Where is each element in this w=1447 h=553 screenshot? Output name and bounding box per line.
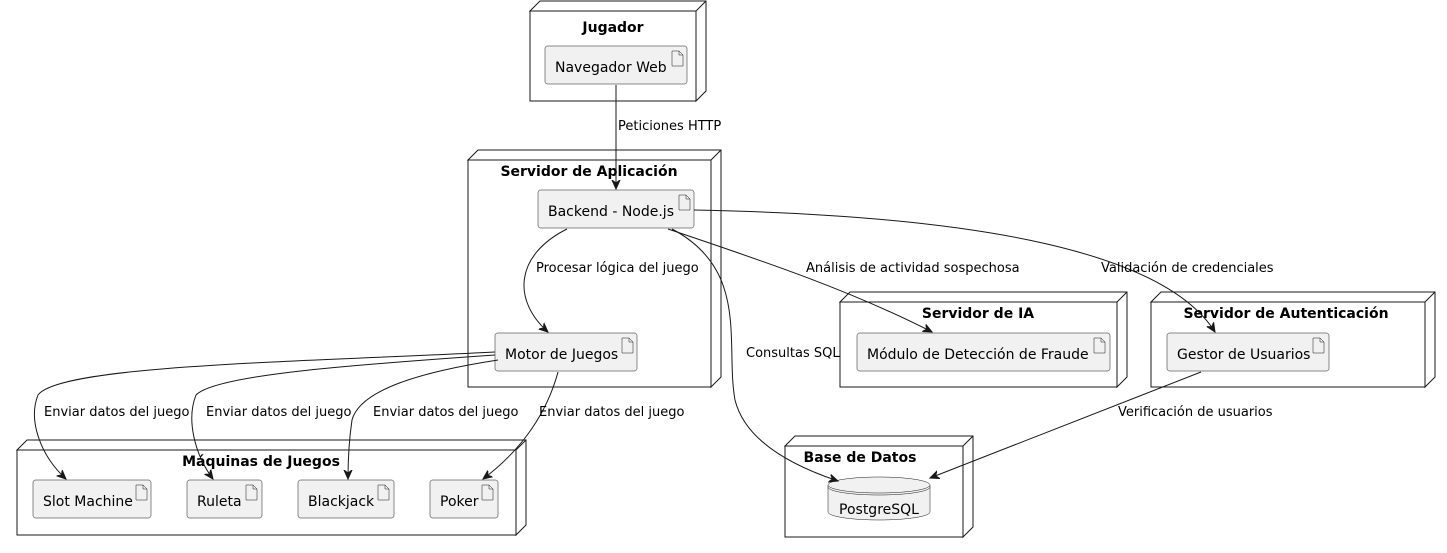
- artifact-label: Navegador Web: [555, 60, 667, 76]
- edge-backend-postgresql: Consultas SQL: [671, 228, 840, 481]
- database-label: PostgreSQL: [839, 502, 919, 518]
- artifact-slot-machine[interactable]: Slot Machine: [32, 479, 152, 519]
- edge-label: Enviar datos del juego: [206, 405, 351, 420]
- edge-backend-gestor: Validación de credenciales: [693, 209, 1274, 332]
- artifact-label: Ruleta: [197, 494, 242, 510]
- artifact-modulo-deteccion-fraude[interactable]: Módulo de Detección de Fraude: [856, 332, 1111, 372]
- artifact-icon: [245, 484, 258, 501]
- artifact-icon: [1093, 337, 1106, 354]
- artifact-icon: [135, 484, 148, 501]
- edge-backend-motor: Procesar lógica del juego: [523, 228, 699, 332]
- artifact-navegador-web[interactable]: Navegador Web: [544, 45, 688, 85]
- node-title-servidor-ia: Servidor de IA: [922, 306, 1034, 322]
- artifact-ruleta[interactable]: Ruleta: [186, 479, 263, 519]
- edge-label: Procesar lógica del juego: [536, 261, 699, 276]
- edge-motor-ruleta: Enviar datos del juego: [191, 354, 496, 479]
- artifact-icon: [678, 194, 691, 211]
- artifact-gestor-de-usuarios[interactable]: Gestor de Usuarios: [1166, 332, 1330, 372]
- edge-label: Verificación de usuarios: [1118, 405, 1273, 420]
- artifact-label: Slot Machine: [43, 494, 133, 510]
- node-title-base-de-datos: Base de Datos: [804, 450, 917, 466]
- edge-label: Enviar datos del juego: [539, 405, 684, 420]
- node-title-jugador: Jugador: [581, 20, 643, 36]
- artifact-motor-de-juegos[interactable]: Motor de Juegos: [494, 332, 638, 372]
- database-postgresql[interactable]: PostgreSQL: [827, 476, 931, 521]
- edge-label: Validación de credenciales: [1101, 261, 1274, 276]
- edge-motor-slot: Enviar datos del juego: [34, 351, 496, 479]
- artifact-label: Backend - Node.js: [548, 204, 674, 220]
- node-title-maquinas-de-juegos: Máquinas de Juegos: [182, 454, 340, 470]
- edge-backend-fraude: Análisis de actividad sospechosa: [667, 228, 1020, 332]
- artifact-poker[interactable]: Poker: [429, 479, 499, 519]
- artifact-label: Motor de Juegos: [505, 347, 618, 363]
- artifact-label: Gestor de Usuarios: [1177, 347, 1310, 363]
- artifact-label: Blackjack: [308, 494, 375, 510]
- artifact-icon: [481, 484, 494, 501]
- edge-motor-blackjack: Enviar datos del juego: [348, 359, 518, 479]
- edge-motor-poker: Enviar datos del juego: [483, 371, 684, 479]
- artifact-backend-nodejs[interactable]: Backend - Node.js: [537, 189, 695, 229]
- artifact-icon: [671, 50, 684, 67]
- edge-label: Peticiones HTTP: [618, 119, 721, 134]
- edge-navegador-backend: Peticiones HTTP: [616, 85, 721, 189]
- artifact-icon: [1312, 337, 1325, 354]
- node-title-servidor-aplicacion: Servidor de Aplicación: [500, 164, 677, 180]
- edge-label: Enviar datos del juego: [373, 405, 518, 420]
- edge-label: Consultas SQL: [746, 346, 840, 361]
- artifact-icon: [621, 337, 634, 354]
- edge-label: Enviar datos del juego: [44, 405, 189, 420]
- artifact-icon: [377, 484, 390, 501]
- edge-label: Análisis de actividad sospechosa: [806, 261, 1020, 276]
- edge-gestor-postgresql: Verificación de usuarios: [930, 371, 1273, 478]
- node-title-servidor-autenticacion: Servidor de Autenticación: [1183, 306, 1388, 322]
- artifact-label: Poker: [440, 494, 479, 510]
- artifact-blackjack[interactable]: Blackjack: [297, 479, 395, 519]
- artifact-label: Módulo de Detección de Fraude: [867, 347, 1089, 363]
